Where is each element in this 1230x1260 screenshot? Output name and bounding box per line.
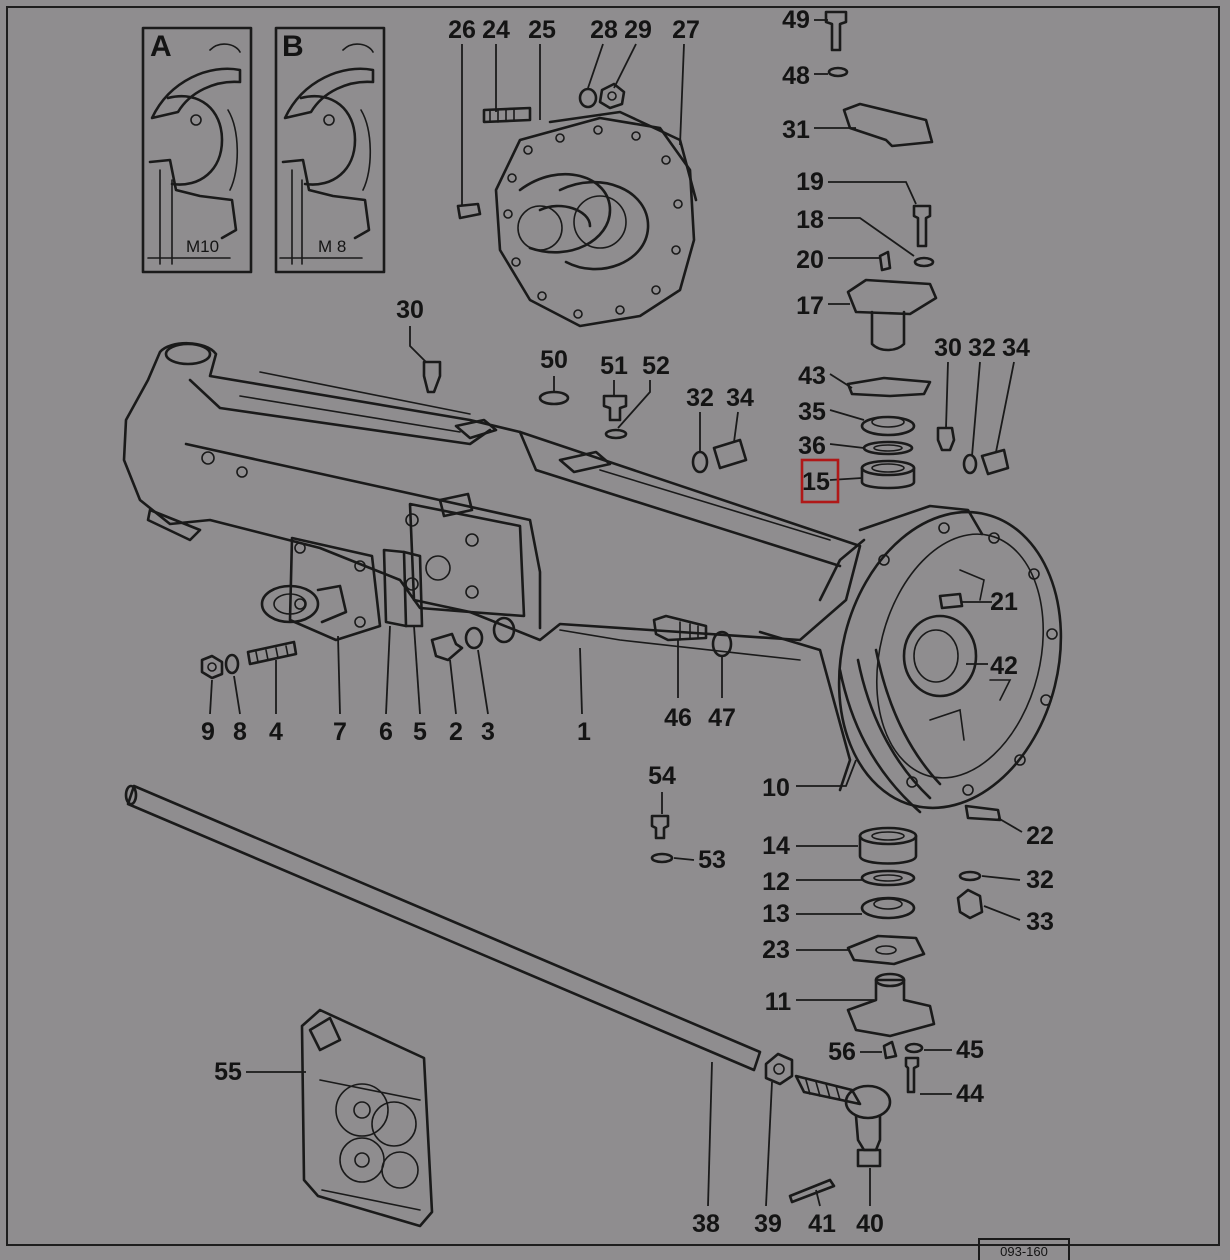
callout-32-lower: 32 bbox=[1026, 866, 1054, 894]
callout-36: 36 bbox=[798, 432, 826, 460]
differential-cover bbox=[494, 110, 698, 328]
callout-43: 43 bbox=[798, 362, 826, 390]
callout-labels: 26 24 25 28 29 27 49 48 31 19 18 20 17 3… bbox=[201, 6, 1054, 1238]
callout-2: 2 bbox=[449, 718, 463, 746]
callout-33: 33 bbox=[1026, 908, 1054, 936]
callout-15-highlighted: 15 bbox=[802, 468, 830, 496]
callout-32-left: 32 bbox=[686, 384, 714, 412]
callout-48: 48 bbox=[782, 62, 810, 90]
callout-38: 38 bbox=[692, 1210, 720, 1238]
callout-52: 52 bbox=[642, 352, 670, 380]
part-15-bearing bbox=[860, 459, 916, 490]
callout-53: 53 bbox=[698, 846, 726, 874]
callout-32-right: 32 bbox=[968, 334, 996, 362]
leader-lines bbox=[209, 19, 1023, 1207]
callout-45: 45 bbox=[956, 1036, 984, 1064]
repair-kit-bag bbox=[300, 1008, 434, 1228]
callout-42: 42 bbox=[990, 652, 1018, 680]
callout-30-upper: 30 bbox=[396, 296, 424, 324]
callout-4: 4 bbox=[269, 718, 283, 746]
callout-56: 56 bbox=[828, 1038, 856, 1066]
inset-b: B M 8 bbox=[274, 26, 386, 274]
callout-23: 23 bbox=[762, 936, 790, 964]
callout-41: 41 bbox=[808, 1210, 836, 1238]
callout-14: 14 bbox=[762, 832, 790, 860]
callout-24: 24 bbox=[482, 16, 510, 44]
callout-44: 44 bbox=[956, 1080, 984, 1108]
callout-18: 18 bbox=[796, 206, 824, 234]
callout-55: 55 bbox=[214, 1058, 242, 1086]
callout-8: 8 bbox=[233, 718, 247, 746]
callout-9: 9 bbox=[201, 718, 215, 746]
callout-39: 39 bbox=[754, 1210, 782, 1238]
callout-34-left: 34 bbox=[726, 384, 754, 412]
callout-46: 46 bbox=[664, 704, 692, 732]
tie-rod-end bbox=[794, 1074, 892, 1168]
callout-34-right: 34 bbox=[1002, 334, 1030, 362]
callout-25: 25 bbox=[528, 16, 556, 44]
tie-rod bbox=[124, 784, 794, 1086]
inset-a: A M10 bbox=[141, 26, 253, 274]
inset-b-letter: B bbox=[282, 30, 304, 63]
callout-5: 5 bbox=[413, 718, 427, 746]
inset-a-thread: M10 bbox=[186, 237, 219, 256]
callout-3: 3 bbox=[481, 718, 495, 746]
drawing-reference-box bbox=[978, 1238, 1070, 1260]
inset-b-thread: M 8 bbox=[318, 237, 346, 256]
callout-29: 29 bbox=[624, 16, 652, 44]
callout-40: 40 bbox=[856, 1210, 884, 1238]
callout-20: 20 bbox=[796, 246, 824, 274]
callout-49: 49 bbox=[782, 6, 810, 34]
callout-28: 28 bbox=[590, 16, 618, 44]
callout-13: 13 bbox=[762, 900, 790, 928]
inset-a-letter: A bbox=[150, 30, 172, 63]
callout-27: 27 bbox=[672, 16, 700, 44]
drawing-frame bbox=[6, 6, 1220, 1246]
callout-35: 35 bbox=[798, 398, 826, 426]
callout-31: 31 bbox=[782, 116, 810, 144]
callout-22: 22 bbox=[1026, 822, 1054, 850]
callout-1: 1 bbox=[577, 718, 591, 746]
callout-50: 50 bbox=[540, 346, 568, 374]
pinion-housing bbox=[260, 536, 382, 642]
callout-47: 47 bbox=[708, 704, 736, 732]
axle-housing bbox=[122, 341, 862, 792]
callout-19: 19 bbox=[796, 168, 824, 196]
hub-flange bbox=[818, 504, 1063, 822]
highlight-box bbox=[800, 458, 840, 504]
callout-26: 26 bbox=[448, 16, 476, 44]
callout-54: 54 bbox=[648, 762, 676, 790]
callout-51: 51 bbox=[600, 352, 628, 380]
callout-6: 6 bbox=[379, 718, 393, 746]
callout-12: 12 bbox=[762, 868, 790, 896]
callout-21: 21 bbox=[990, 588, 1018, 616]
callout-11: 11 bbox=[765, 988, 792, 1016]
callout-30-right: 30 bbox=[934, 334, 962, 362]
drawing-reference: 093-160 bbox=[1000, 1244, 1048, 1259]
callout-7: 7 bbox=[333, 718, 347, 746]
callout-17: 17 bbox=[796, 292, 824, 320]
callout-10: 10 bbox=[762, 774, 790, 802]
